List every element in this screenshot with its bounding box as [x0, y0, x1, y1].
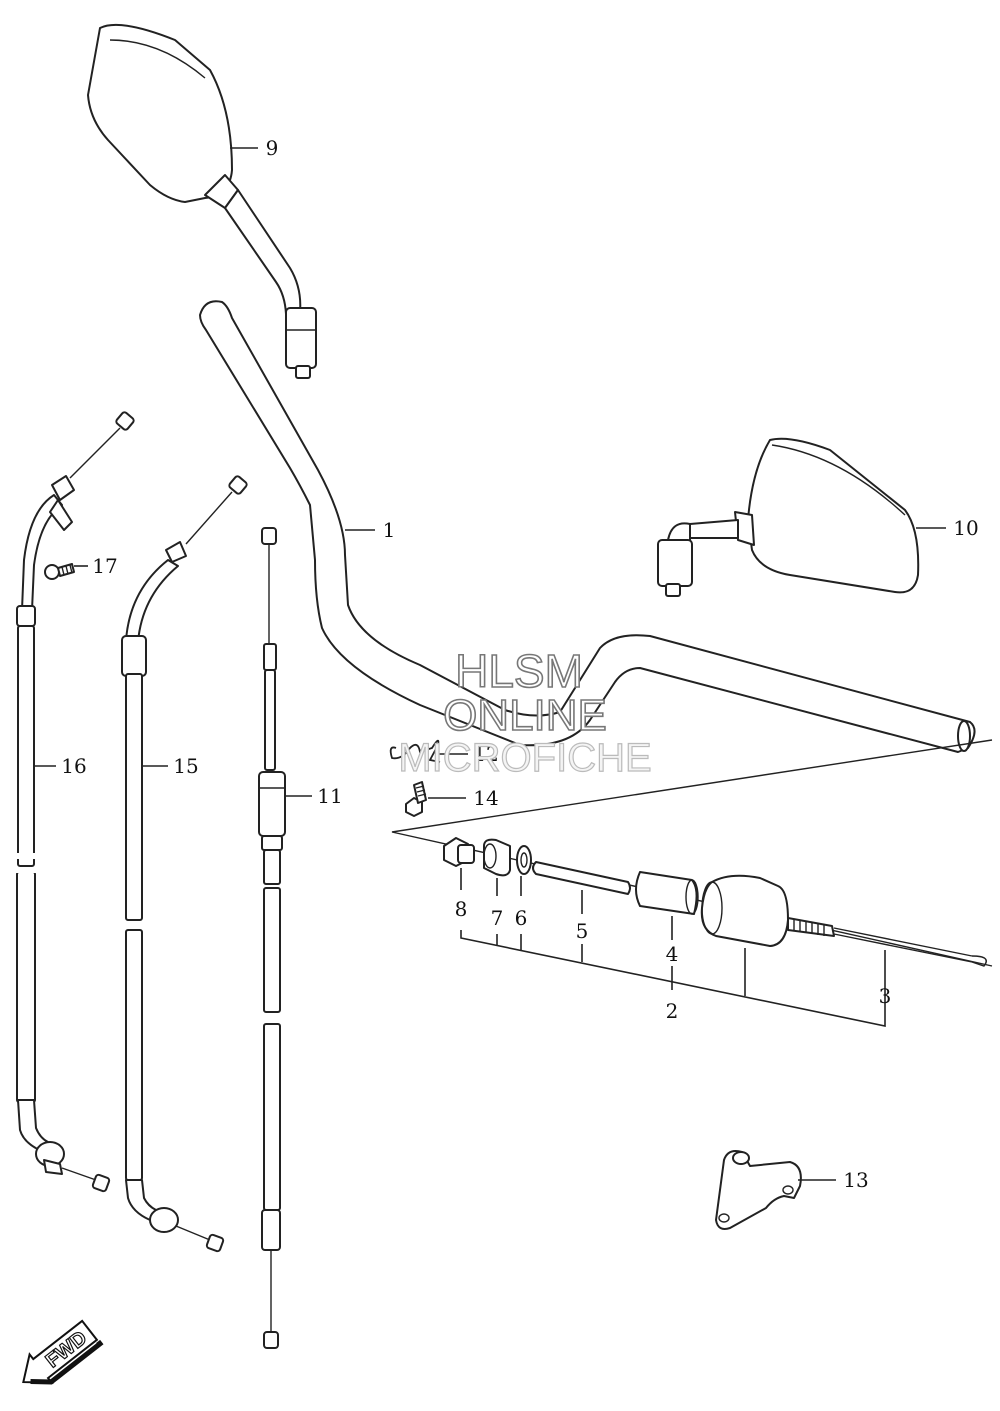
right-mirror-part-10[interactable] [657, 437, 920, 597]
callout-14: 14 [473, 786, 498, 810]
clutch-cable-part-11[interactable] [258, 527, 286, 1349]
callout-6: 6 [515, 906, 528, 930]
throttle-cable-part-16[interactable] [12, 411, 135, 1193]
watermark-line-2: ONLINE [442, 691, 607, 740]
screw-part-17[interactable] [44, 563, 75, 580]
bar-end-assembly[interactable] [443, 837, 987, 967]
callout-10: 10 [953, 516, 978, 540]
callout-labels: 9 1 10 12 14 11 15 16 17 8 7 6 5 4 2 3 1… [61, 136, 978, 1192]
leader-lines [34, 147, 946, 1181]
watermark: HLSM ONLINE MICROFICHE [360, 647, 690, 780]
callout-3: 3 [879, 984, 892, 1008]
fwd-direction-badge: FWD [22, 1319, 104, 1385]
callout-4: 4 [666, 942, 679, 966]
callout-16: 16 [61, 754, 86, 778]
callout-17: 17 [92, 554, 117, 578]
callout-9: 9 [266, 136, 279, 160]
callout-11: 11 [317, 784, 342, 808]
wire-clip-part-12[interactable] [389, 739, 441, 763]
bracket-part-13[interactable] [715, 1150, 802, 1230]
watermark-line-1: HLSM [454, 645, 583, 697]
callout-8: 8 [455, 897, 468, 921]
left-mirror-part-9[interactable] [87, 23, 317, 379]
bolt-part-14[interactable] [405, 781, 427, 817]
watermark-line-3: MICROFICHE [398, 736, 653, 780]
callout-2: 2 [666, 999, 679, 1023]
callout-13: 13 [843, 1168, 868, 1192]
callout-5: 5 [576, 919, 589, 943]
callout-7: 7 [491, 906, 504, 930]
throttle-cable-part-15[interactable] [121, 475, 248, 1253]
callout-1: 1 [383, 518, 396, 542]
callout-15: 15 [173, 754, 198, 778]
callout-12: 12 [473, 742, 498, 766]
